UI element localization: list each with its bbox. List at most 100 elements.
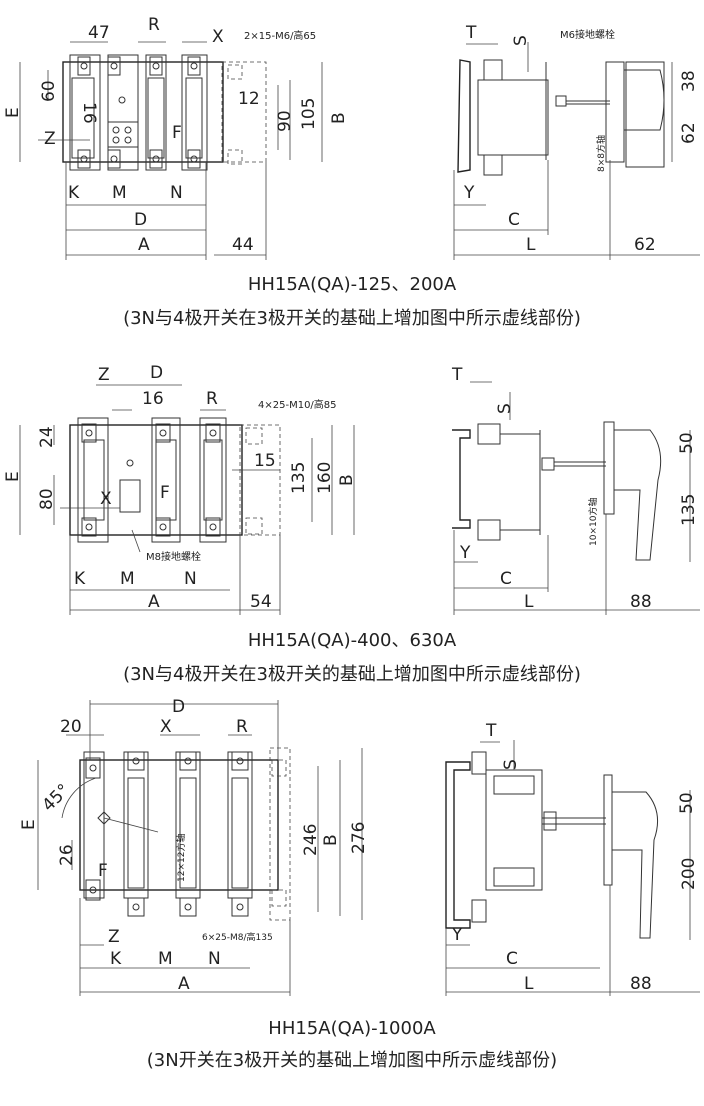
s1-dim-44: 44 — [232, 235, 254, 255]
s1-dim-D: D — [134, 210, 147, 230]
s3-side-S: S — [501, 759, 521, 770]
s2-ground-note: M8接地螺栓 — [146, 550, 201, 563]
s2-bolt-note: 4×25-M10/高85 — [258, 398, 337, 411]
s1-dim-K: K — [68, 183, 80, 203]
s2-side-T: T — [451, 365, 463, 385]
s1-side-C: C — [508, 210, 520, 230]
s1-side-62b: 62 — [634, 235, 656, 255]
s1-shaft-note: 8×8方轴 — [595, 135, 607, 172]
section2-front-view: Z D 16 R 4×25-M10/高85 24 E 15 135 160 B … — [3, 363, 357, 615]
s1-side-38: 38 — [679, 70, 699, 92]
s2-dim-54: 54 — [250, 592, 272, 612]
s2-side-S: S — [495, 403, 515, 414]
s1-note: (3N与4极开关在3极开关的基础上增加图中所示虚线部份) — [123, 308, 581, 329]
s1-side-T: T — [465, 23, 477, 43]
s2-side-L: L — [524, 592, 534, 612]
section3-side-view: T S 50 200 Y C L 88 — [445, 721, 700, 996]
s2-note: (3N与4极开关在3极开关的基础上增加图中所示虚线部份) — [123, 664, 581, 685]
s3-dim-K: K — [110, 949, 122, 969]
s2-side-C: C — [500, 569, 512, 589]
s3-side-50: 50 — [677, 792, 697, 814]
s3-dim-N: N — [208, 949, 221, 969]
section1-side-view: T S M6接地螺栓 38 62 8×8方轴 Y C L 62 — [453, 23, 700, 260]
s3-dim-M: M — [158, 949, 173, 969]
s2-dim-16: 16 — [142, 389, 164, 409]
s3-dim-B: B — [321, 834, 341, 846]
s2-dim-M: M — [120, 569, 135, 589]
s3-side-200: 200 — [679, 858, 699, 890]
s3-dim-246: 246 — [301, 824, 321, 856]
s1-dim-Z: Z — [44, 129, 56, 149]
s2-dim-X: X — [100, 489, 112, 509]
s2-dim-E: E — [3, 471, 23, 482]
s3-bolt-note: 6×25-M8/高135 — [202, 931, 273, 943]
s3-side-C: C — [506, 949, 518, 969]
section2-side-view: T S 50 135 10×10方轴 Y C L 88 — [451, 365, 700, 615]
s1-side-L: L — [526, 235, 536, 255]
s3-shaft-note: 12×12方轴 — [175, 834, 187, 882]
s1-side-S: S — [511, 35, 531, 46]
s1-dim-F: F — [172, 123, 182, 143]
s3-note: (3N开关在3极开关的基础上增加图中所示虚线部份) — [147, 1050, 557, 1071]
s1-dim-16: 16 — [79, 102, 99, 124]
s1-side-Y: Y — [463, 183, 475, 203]
s3-dim-X: X — [160, 717, 172, 737]
s2-dim-F: F — [160, 483, 170, 503]
s2-dim-24: 24 — [37, 426, 57, 448]
section1-front-view: 47 R X 2×15-M6/高65 60 E 16 12 90 105 B Z… — [3, 15, 349, 260]
s2-dim-B: B — [337, 474, 357, 486]
s3-dim-Z: Z — [108, 927, 120, 947]
s1-dim-105: 105 — [299, 98, 319, 130]
s3-dim-R: R — [236, 717, 248, 737]
s1-dim-M: M — [112, 183, 127, 203]
s1-dim-B: B — [329, 112, 349, 124]
section3-front-view: D 20 X R E 45° 26 F 12×12方轴 246 B 276 Z … — [19, 697, 369, 996]
s2-side-88: 88 — [630, 592, 652, 612]
s2-side-Y: Y — [459, 543, 471, 563]
section3-terminals — [85, 751, 249, 917]
s2-dim-K: K — [74, 569, 86, 589]
s3-side-88: 88 — [630, 974, 652, 994]
section2-terminals — [81, 423, 221, 537]
s3-dim-26: 26 — [57, 844, 77, 866]
s3-side-T: T — [485, 721, 497, 741]
s3-dim-D: D — [172, 697, 185, 717]
s3-dim-20: 20 — [60, 717, 82, 737]
s2-dim-D: D — [150, 363, 163, 383]
s3-dim-F: F — [98, 861, 108, 881]
s2-dim-R: R — [206, 389, 218, 409]
s2-dim-80: 80 — [37, 488, 57, 510]
s1-side-62: 62 — [679, 122, 699, 144]
section1-terminals — [77, 56, 201, 169]
s2-dim-N: N — [184, 569, 197, 589]
s1-dim-12: 12 — [238, 89, 260, 109]
s1-dim-90: 90 — [275, 110, 295, 132]
s1-ground-note: M6接地螺栓 — [560, 28, 615, 41]
s3-angle-45: 45° — [39, 780, 74, 815]
s3-dim-276: 276 — [349, 822, 369, 854]
s1-dim-47: 47 — [88, 23, 110, 43]
s2-shaft-note: 10×10方轴 — [587, 498, 599, 546]
s3-caption: HH15A(QA)-1000A — [268, 1018, 436, 1039]
s1-dim-60: 60 — [39, 80, 59, 102]
s2-side-50: 50 — [677, 432, 697, 454]
s3-dim-E: E — [19, 819, 39, 830]
s1-bolt-note: 2×15-M6/高65 — [244, 29, 316, 42]
s3-side-L: L — [524, 974, 534, 994]
s2-dim-A: A — [148, 592, 160, 612]
s2-dim-135: 135 — [289, 462, 309, 494]
s2-dim-Z: Z — [98, 365, 110, 385]
s2-caption: HH15A(QA)-400、630A — [248, 630, 457, 651]
s1-dim-N: N — [170, 183, 183, 203]
s2-dim-160: 160 — [315, 462, 335, 494]
s2-dim-15: 15 — [254, 451, 276, 471]
s3-dim-A: A — [178, 974, 190, 994]
s1-dim-R: R — [148, 15, 160, 35]
s1-caption: HH15A(QA)-125、200A — [248, 274, 457, 295]
s1-dim-E: E — [3, 107, 23, 118]
s1-dim-A: A — [138, 235, 150, 255]
s2-side-135: 135 — [679, 494, 699, 526]
s1-dim-X: X — [212, 27, 224, 47]
s3-side-Y: Y — [451, 925, 463, 945]
